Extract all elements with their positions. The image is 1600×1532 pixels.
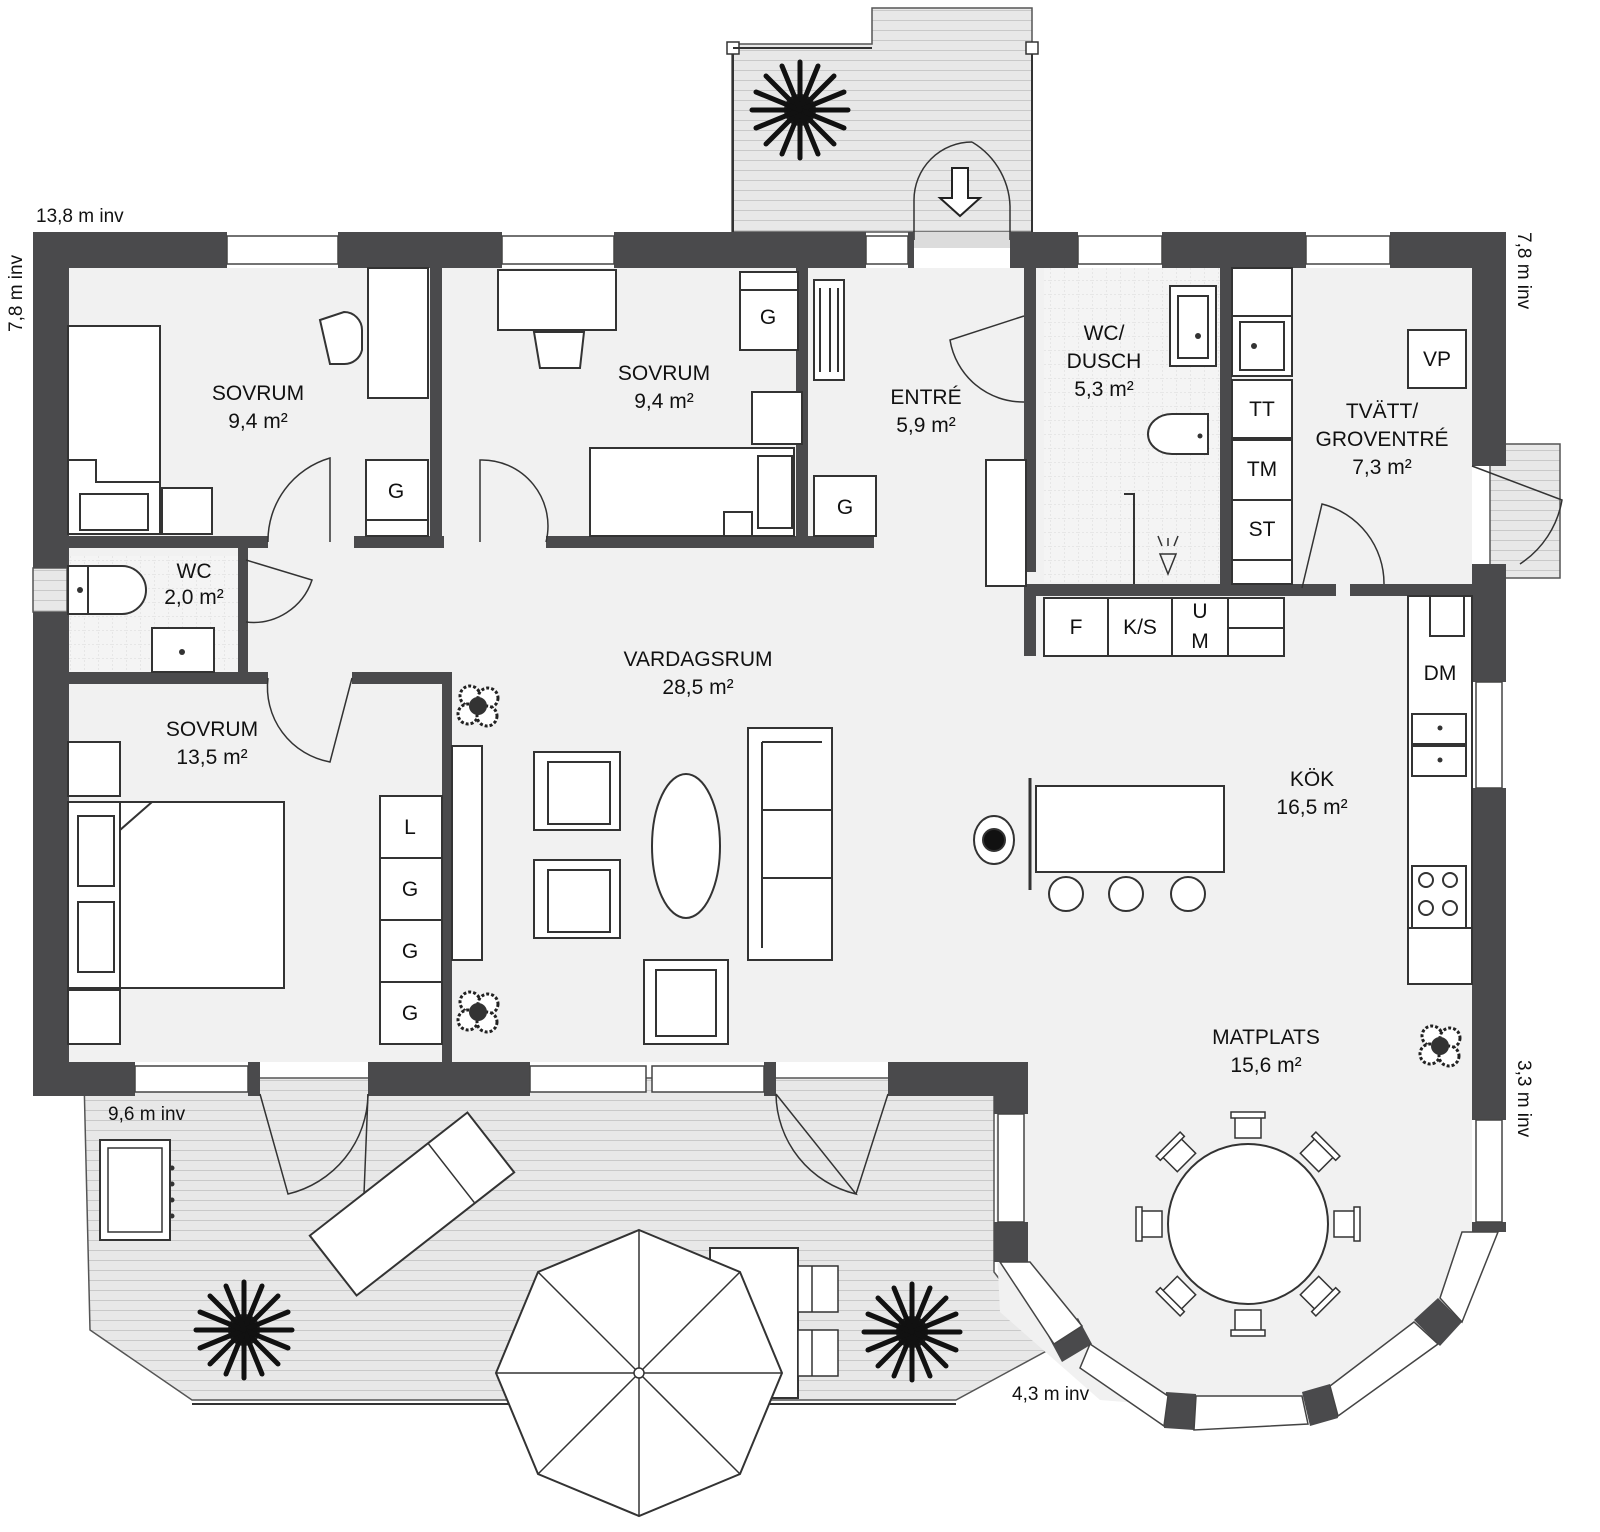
room-name: WC xyxy=(177,560,212,583)
grill-icon xyxy=(99,1139,175,1241)
room-name: ENTRÉ xyxy=(890,386,961,409)
dimension-label: 4,3 m inv xyxy=(1012,1384,1090,1405)
fridge-freezer-label: K/S xyxy=(1123,616,1157,639)
terrace-plant-icon xyxy=(864,1284,960,1380)
room-area: 9,4 m² xyxy=(228,410,288,433)
wardrobe-label: G xyxy=(402,940,418,963)
room-area: 2,0 m² xyxy=(164,586,224,609)
doors xyxy=(245,315,1563,1196)
microwave-label: M xyxy=(1191,630,1209,653)
shrub-icon xyxy=(456,990,500,1034)
shower-icon xyxy=(1157,535,1179,577)
room-name: SOVRUM xyxy=(618,362,710,385)
storage-label: ST xyxy=(1249,518,1276,541)
wardrobe-label: G xyxy=(402,1002,418,1025)
room-name: DUSCH xyxy=(1067,350,1142,373)
room-name: MATPLATS xyxy=(1212,1026,1320,1049)
room-area: 16,5 m² xyxy=(1276,796,1347,819)
south-terrace xyxy=(83,1077,1054,1518)
room-name: SOVRUM xyxy=(166,718,258,741)
water-heater-label: VP xyxy=(1423,348,1451,371)
room-area: 5,3 m² xyxy=(1074,378,1134,401)
walls xyxy=(33,232,1506,1430)
wardrobe-label: G xyxy=(837,496,853,519)
north-porch xyxy=(726,7,1039,248)
shrub-icon xyxy=(456,684,500,728)
room-area: 15,6 m² xyxy=(1230,1054,1301,1077)
dryer-label: TT xyxy=(1249,398,1275,421)
dimension-label: 7,8 m inv xyxy=(1513,232,1534,310)
shrub-icon xyxy=(1418,1024,1462,1068)
room-name: VARDAGSRUM xyxy=(624,648,773,671)
dimension-label: 9,6 m inv xyxy=(108,1104,186,1125)
parasol-icon xyxy=(494,1228,784,1518)
entrance-arrow-icon xyxy=(937,167,983,218)
room-area: 28,5 m² xyxy=(662,676,733,699)
washer-label: TM xyxy=(1247,458,1277,481)
room-area: 9,4 m² xyxy=(634,390,694,413)
dimension-label: 13,8 m inv xyxy=(36,206,124,227)
linen-cabinet-label: L xyxy=(404,816,416,839)
sunbed-icon xyxy=(308,1111,516,1297)
dishwasher-label: DM xyxy=(1424,662,1457,685)
oven-label: U xyxy=(1192,600,1207,623)
furniture xyxy=(67,267,1473,1305)
room-area: 7,3 m² xyxy=(1352,456,1412,479)
room-area: 13,5 m² xyxy=(176,746,247,769)
freezer-label: F xyxy=(1070,616,1083,639)
windows xyxy=(134,235,1503,1431)
room-name: WC/ xyxy=(1084,322,1125,345)
room-name: KÖK xyxy=(1290,768,1334,791)
dimension-label: 3,3 m inv xyxy=(1513,1060,1534,1138)
wardrobe-label: G xyxy=(760,306,776,329)
room-area: 5,9 m² xyxy=(896,414,956,437)
porch-plant-icon xyxy=(752,62,848,158)
dimension-label: 7,8 m inv xyxy=(6,254,27,332)
room-name: SOVRUM xyxy=(212,382,304,405)
room-name: GROVENTRÉ xyxy=(1315,428,1448,451)
room-name: TVÄTT/ xyxy=(1346,400,1418,423)
wardrobe-label: G xyxy=(402,878,418,901)
wardrobe-label: G xyxy=(388,480,404,503)
terrace-plant-icon xyxy=(196,1282,292,1378)
